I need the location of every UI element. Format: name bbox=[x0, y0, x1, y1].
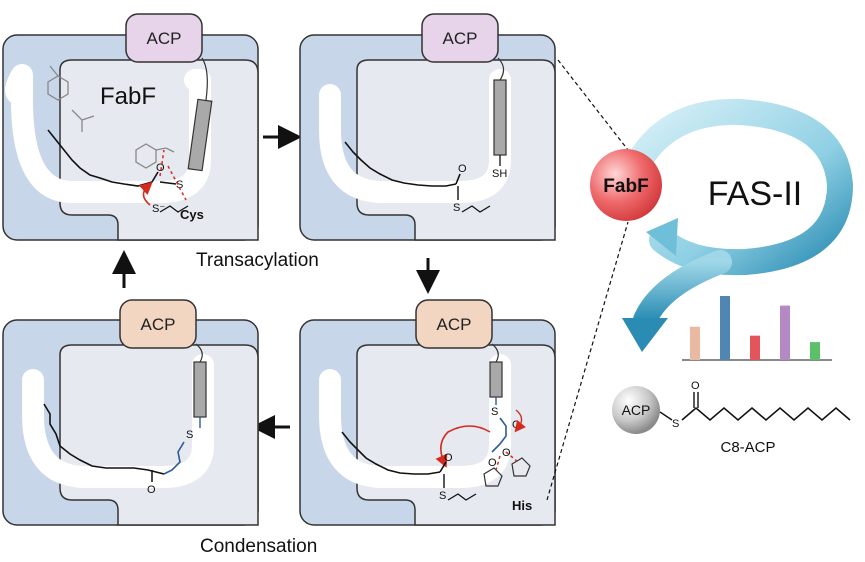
bar-4 bbox=[780, 305, 790, 360]
binding-tunnel bbox=[319, 354, 511, 488]
panel-condensed-product: ACP S O bbox=[2, 299, 259, 526]
zoom-line-bottom bbox=[546, 221, 629, 501]
binding-tunnel bbox=[22, 354, 214, 488]
acyl-chain bbox=[341, 431, 441, 475]
acp-label: ACP bbox=[141, 315, 176, 334]
enzyme-domain-gray bbox=[59, 344, 259, 526]
h-bond-1 bbox=[167, 165, 187, 201]
fabf-panel-label: FabF bbox=[100, 83, 156, 110]
c8-acp-structure: ACP S O C8-ACP bbox=[612, 380, 851, 456]
binding-tunnel bbox=[319, 69, 511, 203]
sh-label: SH bbox=[492, 168, 507, 180]
thioester-s-3: S bbox=[439, 490, 446, 502]
bar-3 bbox=[750, 335, 760, 360]
decarboxylation-arrow bbox=[514, 409, 526, 433]
panel-acyl-enzyme: ACP SH O S bbox=[299, 13, 556, 241]
his-ring-2 bbox=[511, 457, 531, 477]
cycle-arrowhead bbox=[646, 218, 678, 256]
acyl-chain bbox=[43, 403, 165, 475]
carbonyl-o-3: O bbox=[444, 452, 453, 464]
panel-condensation-active: ACP S O O O O S His bbox=[299, 299, 556, 526]
acp-ball bbox=[612, 386, 660, 434]
condensation-label: Condensation bbox=[200, 536, 317, 557]
product-chain-blue bbox=[163, 441, 185, 475]
thioester-s-1: S bbox=[176, 179, 183, 191]
malonyl-o-2: O bbox=[488, 457, 497, 469]
c8-acp-label: C8-ACP bbox=[720, 439, 775, 456]
acp-domain bbox=[119, 299, 197, 349]
acp-label: ACP bbox=[147, 29, 182, 48]
cys-label: Cys bbox=[180, 207, 204, 222]
fas-ii-cycle: FabF FAS-II bbox=[590, 98, 854, 352]
acp-label: ACP bbox=[437, 315, 472, 334]
panel-fabf-acyl: ACP FabF O S S⁻ Cys bbox=[2, 13, 259, 241]
product-s: S bbox=[186, 429, 193, 441]
thiolate-label: S⁻ bbox=[152, 203, 165, 215]
transacylation-label: Transacylation bbox=[196, 250, 319, 271]
acp-label: ACP bbox=[443, 29, 478, 48]
acp-domain bbox=[125, 13, 203, 63]
acyl-chain bbox=[344, 141, 457, 187]
zoom-line-top bbox=[557, 59, 629, 151]
attack-arrow-1 bbox=[138, 181, 153, 206]
malonyl-chain bbox=[491, 417, 507, 453]
binding-tunnel bbox=[5, 64, 211, 203]
fabf-ball-label: FabF bbox=[603, 176, 648, 197]
c8-s-label: S bbox=[672, 418, 679, 430]
bar-1 bbox=[690, 326, 700, 360]
product-distribution-chart bbox=[682, 296, 832, 361]
acyl-chain bbox=[47, 129, 153, 187]
acp-helix bbox=[193, 361, 207, 418]
acp-helix bbox=[187, 98, 213, 172]
condensation-arrow bbox=[435, 425, 491, 468]
residue-ring-2 bbox=[135, 143, 157, 169]
output-arrow bbox=[633, 250, 732, 332]
acp-ball-label: ACP bbox=[622, 402, 651, 418]
acp-helix bbox=[493, 79, 507, 156]
residue-sidechain bbox=[49, 65, 95, 132]
c8-o-label: O bbox=[691, 380, 700, 392]
carbonyl-o-2: O bbox=[458, 163, 467, 175]
his-ring-1 bbox=[483, 467, 503, 487]
acp-domain bbox=[415, 299, 493, 349]
acp-domain bbox=[421, 13, 499, 63]
h-bond-2 bbox=[159, 149, 165, 177]
malonyl-s: S bbox=[491, 406, 498, 418]
c8-chain bbox=[681, 406, 851, 422]
his-label: His bbox=[512, 498, 532, 513]
acp-helix bbox=[489, 361, 503, 398]
fas-ii-label: FAS-II bbox=[708, 175, 802, 213]
fabf-ball bbox=[590, 149, 662, 221]
output-arrowhead bbox=[622, 318, 668, 352]
thioester-s-2: S bbox=[453, 202, 460, 214]
bar-2 bbox=[720, 296, 730, 360]
acp-linker bbox=[201, 57, 208, 101]
bar-5 bbox=[810, 342, 820, 360]
keto-o: O bbox=[147, 484, 156, 496]
